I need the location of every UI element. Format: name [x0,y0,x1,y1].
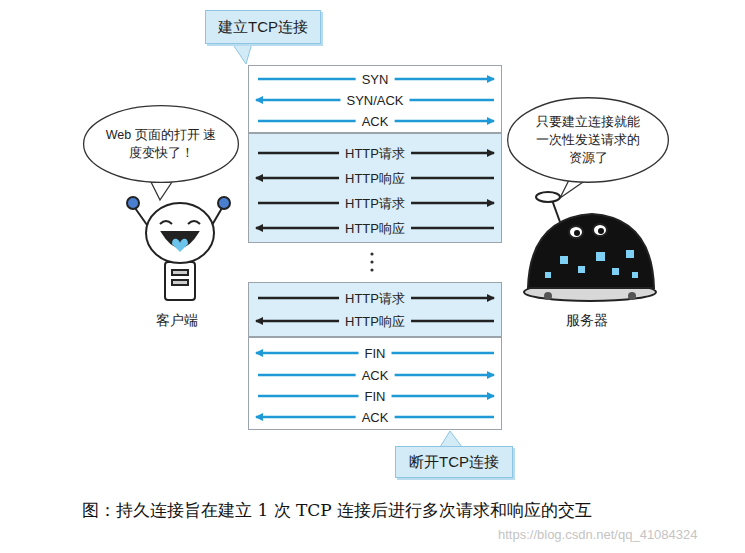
arrow-label: FIN [359,389,392,405]
arrow-label: ACK [356,368,395,384]
arrow-label: HTTP响应 [339,171,411,187]
speech-bubble: Web 页面的打开 速度变快了！ [82,104,240,184]
speech-text: Web 页面的打开 速度变快了！ [104,126,218,162]
close-band: FIN ACK FIN ACK [248,337,502,430]
arrow-label: SYN [356,72,395,88]
http-band: HTTP请求 HTTP响应 HTTP请求 HTTP响应 [248,133,502,243]
role-label: 服务器 [566,312,608,330]
arrow-label: HTTP响应 [339,221,411,237]
handshake-band: SYN SYN/ACK ACK [248,65,502,133]
arrow-label: HTTP请求 [339,146,411,162]
arrow-label: HTTP请求 [339,196,411,212]
http-band: HTTP请求 HTTP响应 [248,282,502,337]
bubble-outline [82,104,240,184]
watermark: https://blog.csdn.net/qq_41084324 [498,527,698,542]
figure-caption: 图：持久连接旨在建立 1 次 TCP 连接后进行多次请求和响应的交互 [82,498,694,523]
callout-text: 断开TCP连接 [409,453,499,472]
arrow-label: HTTP请求 [339,291,411,307]
role-label: 客户端 [156,312,198,330]
callout-box: 断开TCP连接 [395,446,513,478]
arrow-label: SYN/ACK [340,93,409,109]
arrow-label: HTTP响应 [339,314,411,330]
callout-box: 建立TCP连接 [205,10,321,44]
callout-text: 建立TCP连接 [218,18,308,37]
speech-bubble: 只要建立连接就能 一次性发送请求的 资源了 [506,96,670,184]
arrow-label: ACK [356,410,395,426]
arrow-label: FIN [359,346,392,362]
arrow-label: ACK [356,114,395,130]
speech-text: 只要建立连接就能 一次性发送请求的 资源了 [528,113,648,167]
